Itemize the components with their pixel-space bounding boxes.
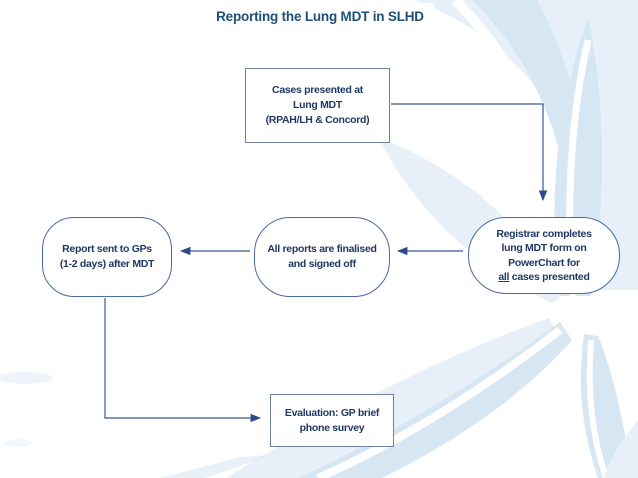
node-text-line: Evaluation: GP brief xyxy=(284,407,380,419)
node-text-line: All reports are finalised xyxy=(267,243,377,255)
connector-gp-to-evaluation xyxy=(104,298,262,423)
flow-node-registrar-powerchart: Registrar completes lung MDT form on Pow… xyxy=(468,217,620,294)
flow-node-evaluation-survey: Evaluation: GP brief phone survey xyxy=(270,394,394,447)
page-title: Reporting the Lung MDT in SLHD xyxy=(206,3,434,29)
flow-node-reports-finalised: All reports are finalised and signed off xyxy=(254,217,390,297)
underlined-word: all xyxy=(498,271,510,283)
node-text-line: Registrar completes xyxy=(496,227,592,240)
connector-cases-to-registrar xyxy=(391,103,548,202)
node-text-line: (RPAH/LH & Concord) xyxy=(265,114,370,126)
node-text-line: Report sent to GPs xyxy=(62,243,152,255)
node-text-line: and signed off xyxy=(288,258,356,270)
node-text-line: lung MDT form on xyxy=(501,242,587,254)
flow-node-report-sent-to-gps: Report sent to GPs (1-2 days) after MDT xyxy=(42,217,172,297)
node-text-rest: cases presented xyxy=(509,271,590,283)
node-text-line: (1-2 days) after MDT xyxy=(59,258,155,270)
page-title-text: Reporting the Lung MDT in SLHD xyxy=(216,8,424,24)
flow-node-cases-presented: Cases presented at Lung MDT (RPAH/LH & C… xyxy=(245,68,390,143)
node-text-line: PowerChart for xyxy=(508,256,580,269)
node-text-line: all cases presented xyxy=(498,270,590,285)
node-text-line: Lung MDT xyxy=(293,99,342,111)
node-text-line: Cases presented at xyxy=(272,84,363,96)
node-text-line: phone survey xyxy=(299,421,365,434)
